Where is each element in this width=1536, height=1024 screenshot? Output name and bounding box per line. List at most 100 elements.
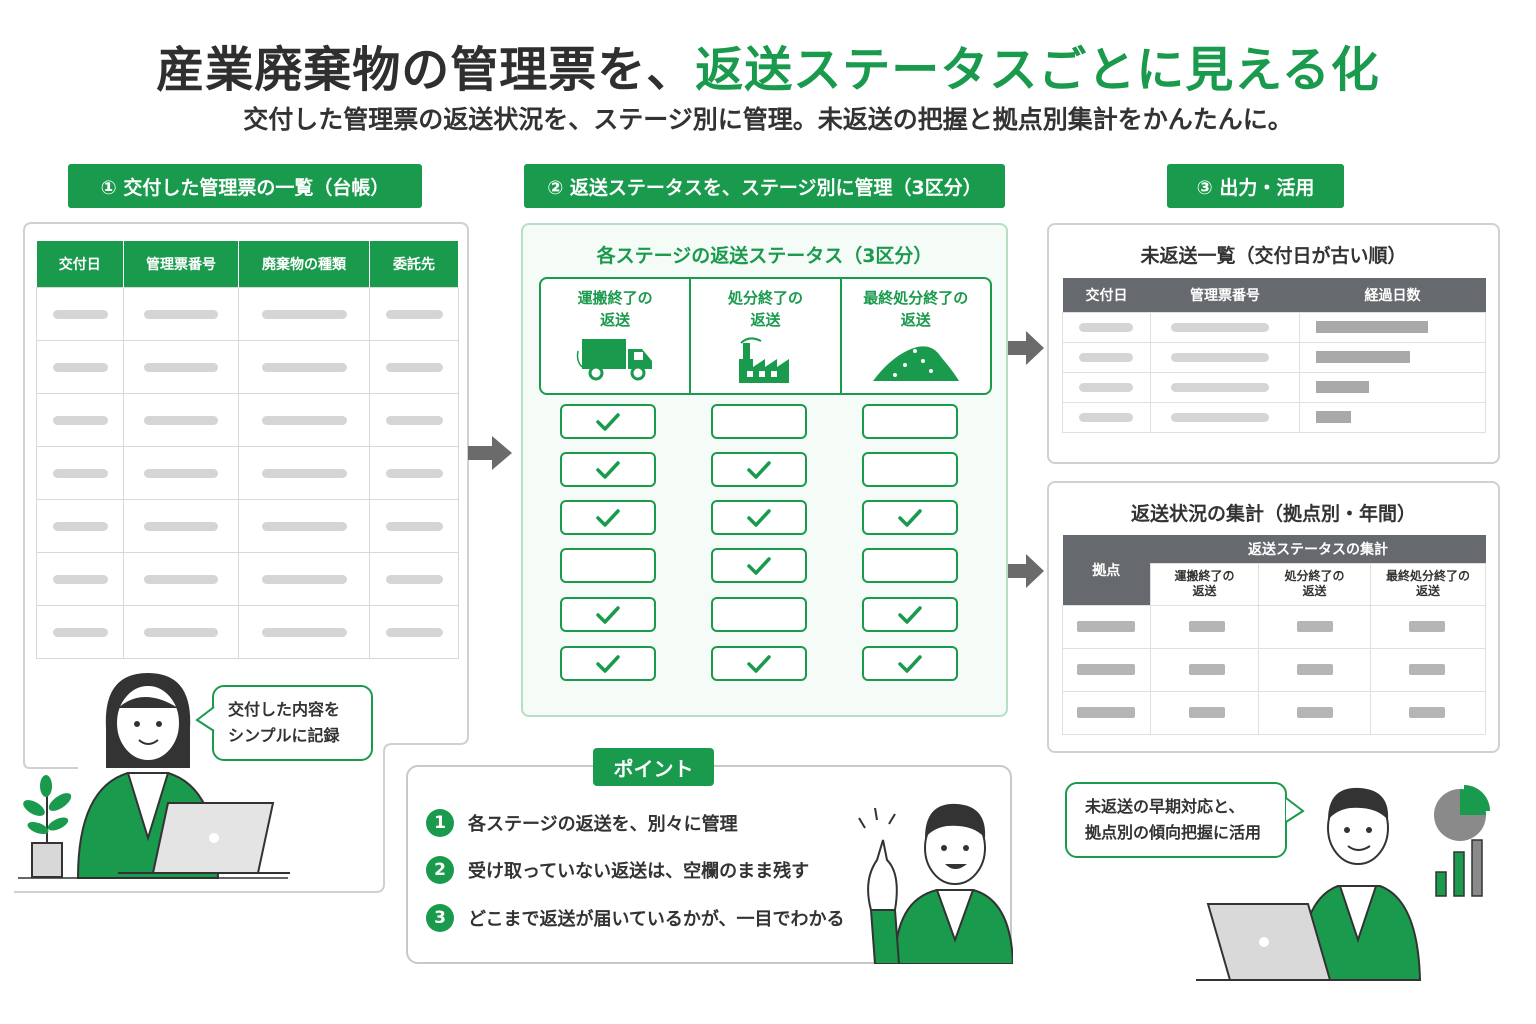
- check-icon: [596, 460, 620, 479]
- left-speech-bubble: 交付した内容を シンプルに記録: [212, 685, 373, 761]
- arrow-ledger-to-status: [468, 436, 512, 470]
- table-row: [36, 339, 459, 394]
- status-checkbox[interactable]: [862, 597, 958, 632]
- status-checkbox[interactable]: [862, 500, 958, 535]
- placeholder-bar: [52, 310, 108, 319]
- placeholder-bar: [52, 522, 108, 531]
- stage-transport: 運搬終了の返送: [541, 279, 692, 393]
- unreturned-header-elapsed: 経過日数: [1299, 278, 1486, 312]
- status-checkbox[interactable]: [711, 597, 807, 632]
- ledger-header-waste-type: 廃棄物の種類: [238, 241, 370, 287]
- right-bubble-tail: [1285, 797, 1305, 823]
- table-row: [1062, 647, 1487, 692]
- arrow-to-summary: [1008, 554, 1044, 588]
- man-pointing-illustration: [858, 803, 1013, 964]
- check-icon: [898, 605, 922, 624]
- check-icon: [898, 508, 922, 527]
- status-checkbox[interactable]: [711, 646, 807, 681]
- check-icon: [898, 654, 922, 673]
- status-checkbox[interactable]: [560, 548, 656, 583]
- pie-chart-icon: [1434, 785, 1490, 841]
- placeholder-bar: [385, 628, 443, 637]
- placeholder-bar: [1171, 382, 1269, 392]
- summary-sub-final-l2: 返送: [1416, 584, 1441, 598]
- placeholder-bar: [1409, 707, 1445, 718]
- stage-final-line2: 返送: [900, 311, 931, 329]
- summary-header-site: 拠点: [1062, 535, 1151, 605]
- status-checkbox[interactable]: [711, 404, 807, 439]
- status-checkbox[interactable]: [862, 404, 958, 439]
- title-part1: 産業廃棄物の管理票を、: [156, 42, 696, 98]
- placeholder-bar: [1409, 621, 1445, 632]
- status-checkbox[interactable]: [711, 500, 807, 535]
- unreturned-title: 未返送一覧（交付日が古い順）: [1140, 245, 1407, 267]
- factory-icon: [739, 337, 790, 383]
- placeholder-bar: [52, 469, 108, 478]
- placeholder-bar: [144, 628, 218, 637]
- summary-title: 返送状況の集計（拠点別・年間）: [1130, 503, 1416, 525]
- status-checkbox[interactable]: [560, 646, 656, 681]
- left-bubble-tail: [195, 706, 215, 732]
- ledger-header-number: 管理票番号: [123, 241, 239, 287]
- unreturned-table: 交付日 管理票番号 経過日数: [1062, 278, 1486, 433]
- point-number-2: 2: [426, 856, 454, 884]
- status-heading: 各ステージの返送ステータス（3区分）: [596, 245, 933, 267]
- placeholder-bar: [261, 310, 347, 319]
- summary-sub-disposal-l2: 返送: [1302, 584, 1327, 598]
- elapsed-days-bar: [1316, 321, 1428, 333]
- table-row: [36, 551, 459, 606]
- ledger-header-date: 交付日: [36, 241, 124, 287]
- unreturned-header-number: 管理票番号: [1150, 278, 1300, 312]
- page-subtitle: 交付した管理票の返送状況を、ステージ別に管理。未返送の把握と拠点別集計をかんたん…: [243, 105, 1293, 134]
- placeholder-bar: [144, 469, 218, 478]
- placeholder-bar: [1297, 621, 1333, 632]
- page-title: 産業廃棄物の管理票を、返送ステータスごとに見える化: [0, 30, 1536, 100]
- check-icon: [596, 508, 620, 527]
- placeholder-bar: [1171, 412, 1269, 422]
- stage-header-box: 運搬終了の返送 処分終了の返送 最終処分終了の返送: [539, 277, 992, 395]
- status-checkbox[interactable]: [862, 548, 958, 583]
- section3-label: ③ 出力・活用: [1167, 164, 1344, 208]
- stage-transport-line1: 運搬終了の: [577, 289, 653, 307]
- table-row: [36, 604, 459, 659]
- ledger-table: 交付日 管理票番号 廃棄物の種類 委託先: [36, 241, 459, 659]
- status-checkbox[interactable]: [560, 500, 656, 535]
- right-speech-bubble: 未返送の早期対応と、 拠点別の傾向把握に活用: [1065, 782, 1287, 858]
- table-row: [1062, 341, 1486, 373]
- table-row: [1062, 604, 1487, 649]
- plant-icon: [23, 775, 72, 878]
- status-checkbox[interactable]: [862, 646, 958, 681]
- placeholder-bar: [1189, 707, 1225, 718]
- summary-subheader-final: 最終処分終了の返送: [1369, 562, 1487, 606]
- unreturned-header-date: 交付日: [1062, 278, 1151, 312]
- table-row: [1062, 311, 1486, 343]
- status-checkbox[interactable]: [862, 452, 958, 487]
- table-row: [36, 445, 459, 500]
- status-checkbox[interactable]: [560, 404, 656, 439]
- placeholder-bar: [1077, 621, 1135, 632]
- summary-header-group: 返送ステータスの集計: [1150, 535, 1486, 563]
- check-icon: [747, 654, 771, 673]
- status-checkbox[interactable]: [711, 452, 807, 487]
- table-row: [1062, 690, 1487, 735]
- placeholder-bar: [52, 575, 108, 584]
- status-checkbox[interactable]: [560, 452, 656, 487]
- placeholder-bar: [1079, 322, 1133, 332]
- point-number-3: 3: [426, 904, 454, 932]
- status-checkbox[interactable]: [560, 597, 656, 632]
- placeholder-bar: [261, 469, 347, 478]
- check-icon: [747, 508, 771, 527]
- status-checkbox[interactable]: [711, 548, 807, 583]
- summary-sub-transport-l2: 返送: [1192, 584, 1217, 598]
- table-row: [1062, 401, 1486, 433]
- laptop-icon: [1196, 903, 1350, 981]
- check-icon: [596, 654, 620, 673]
- placeholder-bar: [144, 575, 218, 584]
- check-icon: [747, 556, 771, 575]
- left-bubble-line2: シンプルに記録: [228, 726, 340, 745]
- placeholder-bar: [385, 575, 443, 584]
- summary-sub-transport-l1: 運搬終了の: [1174, 569, 1235, 583]
